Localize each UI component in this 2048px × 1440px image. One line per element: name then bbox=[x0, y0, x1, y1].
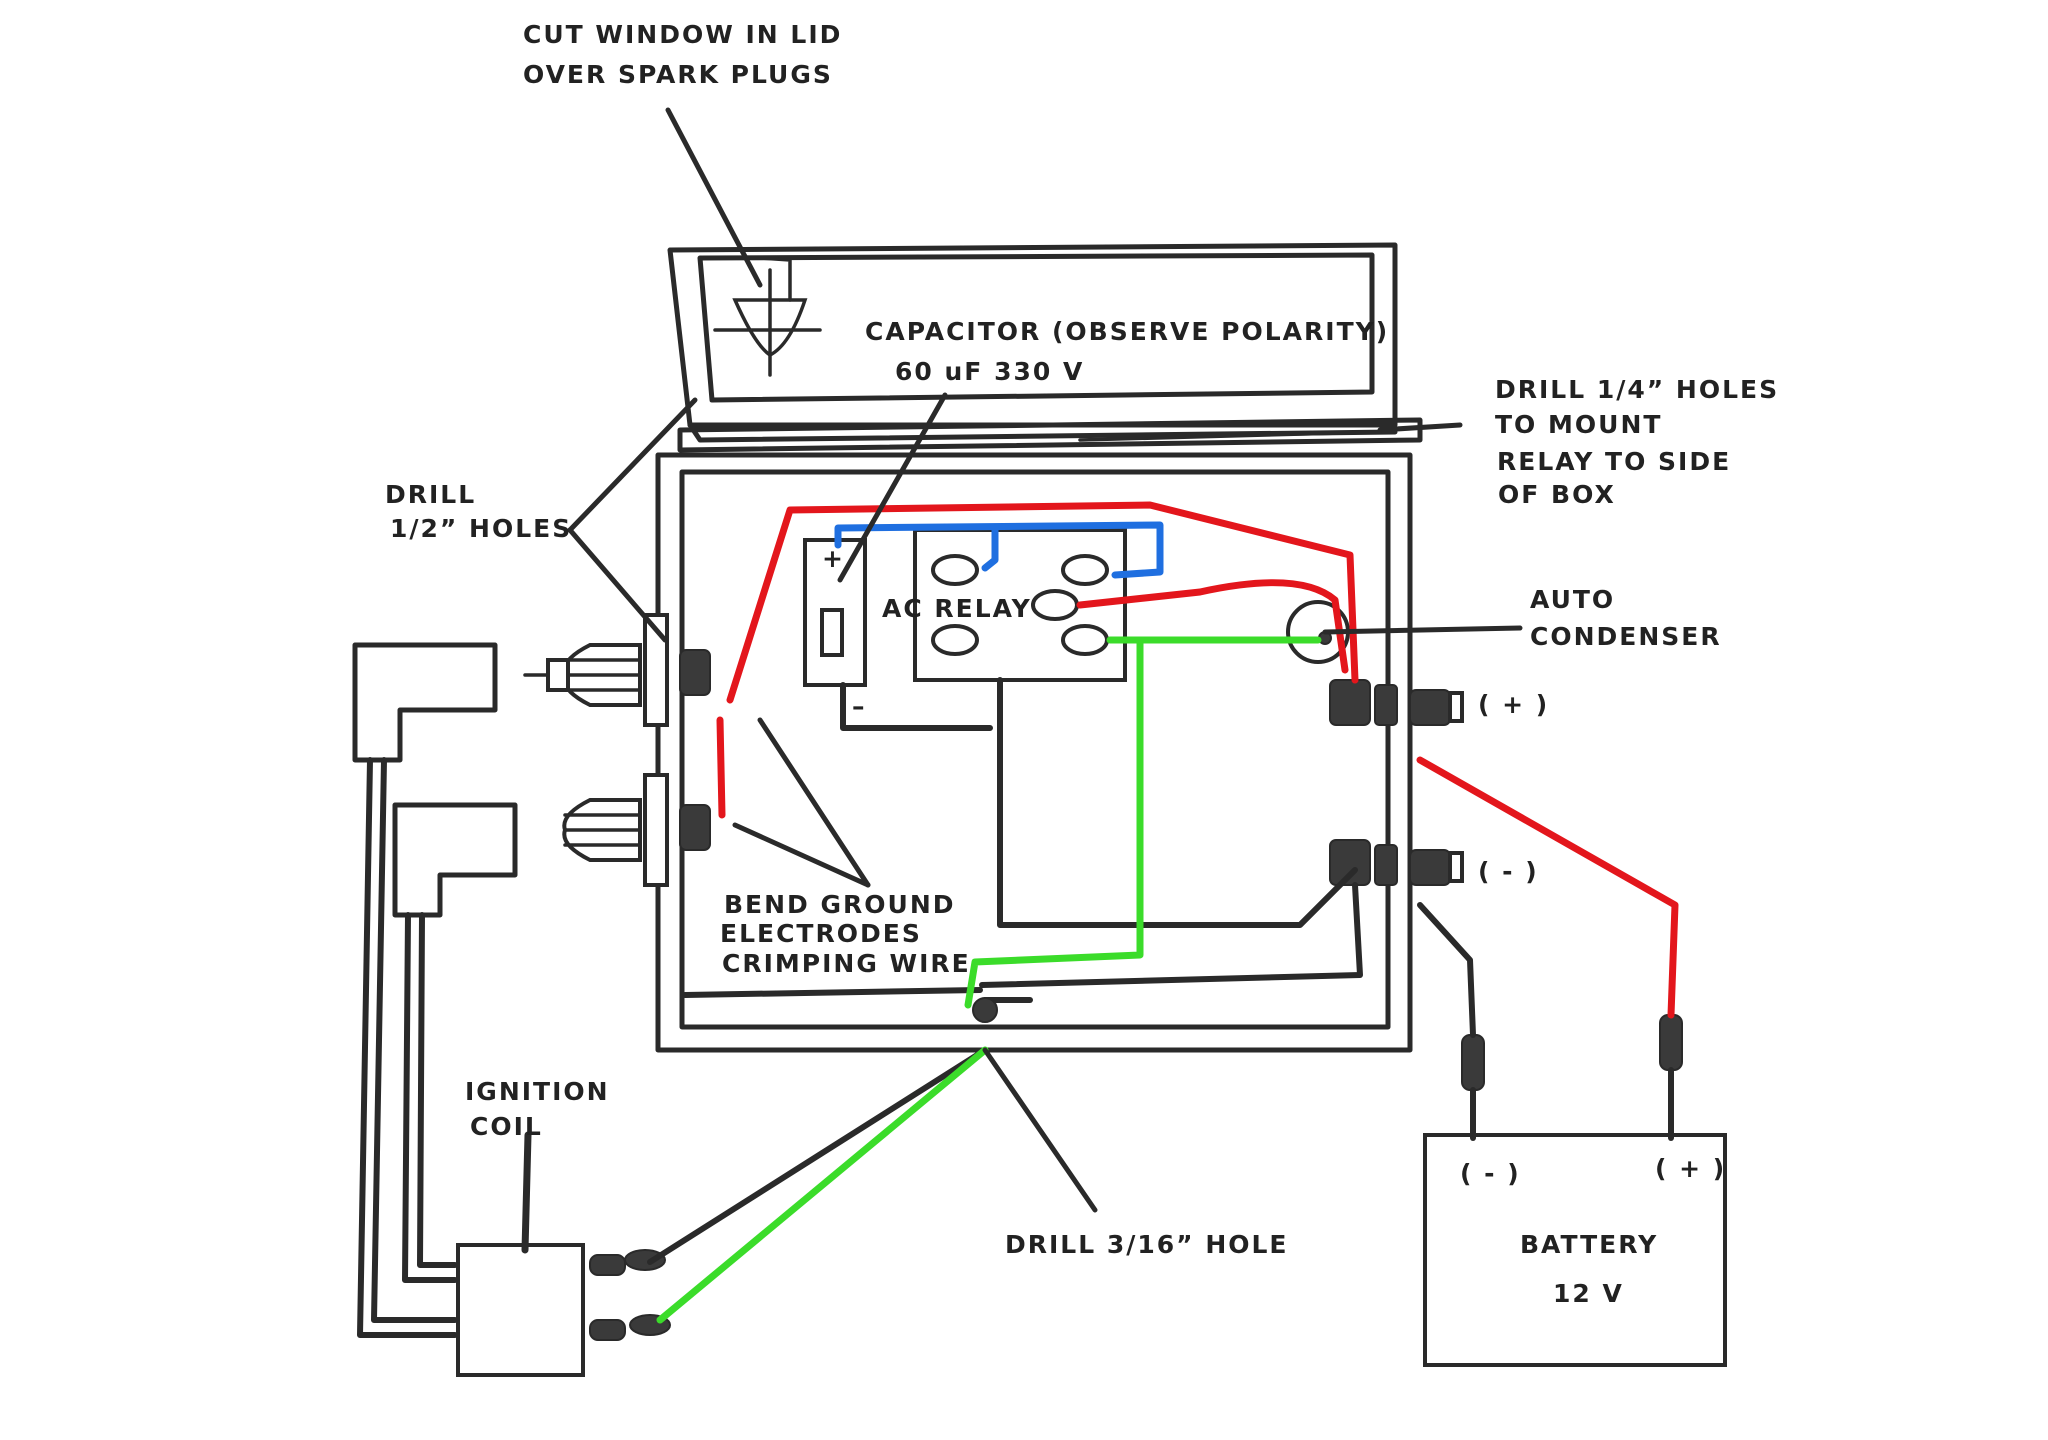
relay-terminals bbox=[931, 554, 1109, 656]
terminal-minus-label: ( - ) bbox=[1478, 857, 1539, 886]
bend-ground-label-line1: BEND GROUND bbox=[724, 890, 956, 919]
auto-condenser-label-line2: CONDENSER bbox=[1530, 622, 1722, 651]
spark-plug-boots bbox=[352, 642, 518, 918]
high-tension-leads bbox=[357, 757, 458, 1338]
drill-half-label-line2: 1/2” HOLES bbox=[390, 514, 572, 543]
capacitor-plus-label: + bbox=[822, 544, 845, 573]
drill-quarter-label-line4: OF BOX bbox=[1498, 480, 1616, 509]
spark-plug-lower bbox=[562, 773, 711, 887]
cut-window-label-line1: CUT WINDOW IN LID bbox=[523, 20, 842, 49]
capacitor: + – bbox=[803, 538, 867, 721]
blue-wire bbox=[834, 521, 1164, 579]
bend-ground-label-line2: ELECTRODES bbox=[720, 919, 922, 948]
drill-half-label-line1: DRILL bbox=[385, 480, 476, 509]
terminal-plus-label: ( + ) bbox=[1478, 690, 1549, 719]
spark-plug-upper bbox=[523, 613, 711, 727]
black-wires bbox=[647, 677, 1476, 1265]
battery-label-line2: 12 V bbox=[1553, 1279, 1624, 1308]
box-lid bbox=[667, 242, 1423, 453]
ignition-coil-label-line2: COIL bbox=[470, 1112, 543, 1141]
enclosure-box bbox=[655, 452, 1413, 1053]
battery-plus-label: ( + ) bbox=[1655, 1154, 1726, 1183]
drill-quarter-label-line2: TO MOUNT bbox=[1495, 410, 1662, 439]
negative-terminal-post bbox=[1329, 839, 1464, 886]
terminal-posts bbox=[1329, 679, 1464, 886]
capacitor-minus-label: – bbox=[852, 692, 867, 721]
green-wire bbox=[656, 636, 1322, 1324]
battery-minus-label: ( - ) bbox=[1460, 1159, 1521, 1188]
capacitor-label-line1: CAPACITOR (OBSERVE POLARITY) bbox=[865, 317, 1389, 346]
auto-condenser-label-line1: AUTO bbox=[1530, 585, 1615, 614]
leader-lines bbox=[567, 107, 1523, 1213]
capacitor-label-line2: 60 uF 330 V bbox=[895, 357, 1084, 386]
ignition-coil bbox=[456, 1131, 671, 1377]
ignition-coil-label-line1: IGNITION bbox=[465, 1077, 610, 1106]
bend-ground-label-line3: CRIMPING WIRE bbox=[722, 949, 971, 978]
drill-quarter-label-line3: RELAY TO SIDE bbox=[1497, 447, 1731, 476]
drill-3-16-label: DRILL 3/16” HOLE bbox=[1005, 1230, 1289, 1259]
red-wires bbox=[716, 501, 1679, 1019]
cut-window-label-line2: OVER SPARK PLUGS bbox=[523, 60, 833, 89]
drill-quarter-label-line1: DRILL 1/4” HOLES bbox=[1495, 375, 1779, 404]
battery bbox=[1423, 1014, 1727, 1367]
ac-relay-label: AC RELAY bbox=[882, 594, 1032, 623]
positive-terminal-post bbox=[1329, 679, 1464, 726]
battery-label-line1: BATTERY bbox=[1520, 1230, 1658, 1259]
annotation-labels: CUT WINDOW IN LID OVER SPARK PLUGS CAPAC… bbox=[385, 20, 1779, 1308]
